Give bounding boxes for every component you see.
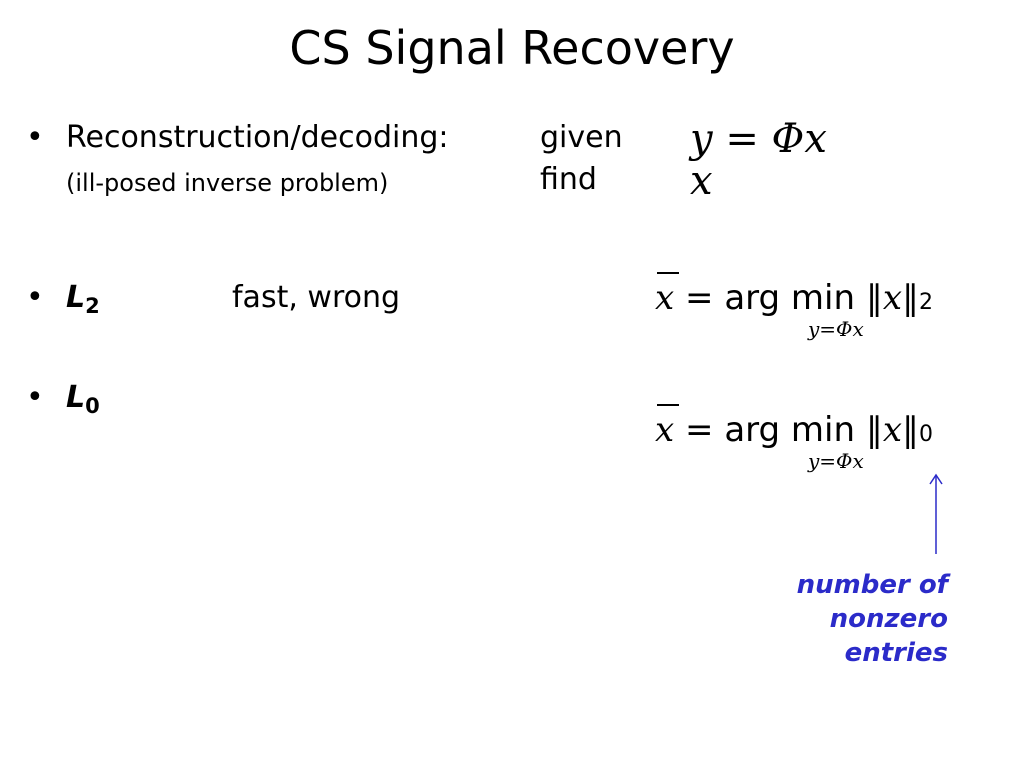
bullet-label-L0: L0 [66, 380, 100, 424]
argmin-constraint-l2: y=Φx [808, 317, 864, 341]
equals-sign: = [685, 278, 714, 318]
norm-l2: ‖x‖ [865, 278, 920, 318]
bullet-text-fast-wrong: fast, wrong [232, 280, 401, 315]
bullet-text-reconstruction: Reconstruction/decoding: [66, 120, 449, 155]
equation-l2-minimization: x = arg min ‖x‖2 [655, 272, 934, 323]
xhat-symbol: x [655, 404, 680, 450]
label-given: given [540, 120, 623, 155]
slide-title: CS Signal Recovery [289, 21, 735, 75]
equation-y-equals-phi-x: y = Φx [690, 116, 827, 162]
equals-sign: = [685, 410, 714, 450]
equation-x: x [690, 158, 713, 204]
annotation-line-2: nonzero [829, 604, 948, 634]
label-find: find [540, 162, 597, 197]
up-arrow-icon [929, 473, 943, 554]
argmin-operator: arg min [724, 278, 856, 318]
bullet-subtext-ill-posed: (ill-posed inverse problem) [66, 169, 389, 197]
annotation-line-1: number of [796, 570, 948, 600]
bullet-marker-3: • [26, 380, 44, 415]
L2-letter: L [66, 280, 86, 315]
xhat-symbol: x [655, 272, 680, 318]
bullet-marker-1: • [26, 120, 44, 155]
norm-l0: ‖x‖ [865, 410, 920, 450]
annotation-nonzero-entries: number of nonzero entries [700, 568, 948, 670]
equation-l0-minimization: x = arg min ‖x‖0 [655, 404, 934, 455]
L2-subscript: 2 [85, 294, 100, 318]
annotation-line-3: entries [844, 638, 948, 668]
argmin-operator: arg min [724, 410, 856, 450]
norm-l2-subscript: 2 [919, 290, 934, 315]
norm-l0-subscript: 0 [919, 422, 934, 447]
bullet-label-L2: L2 [66, 280, 100, 324]
L0-letter: L [66, 380, 86, 415]
L0-subscript: 0 [85, 394, 100, 418]
bullet-marker-2: • [26, 280, 44, 315]
argmin-constraint-l0: y=Φx [808, 449, 864, 473]
